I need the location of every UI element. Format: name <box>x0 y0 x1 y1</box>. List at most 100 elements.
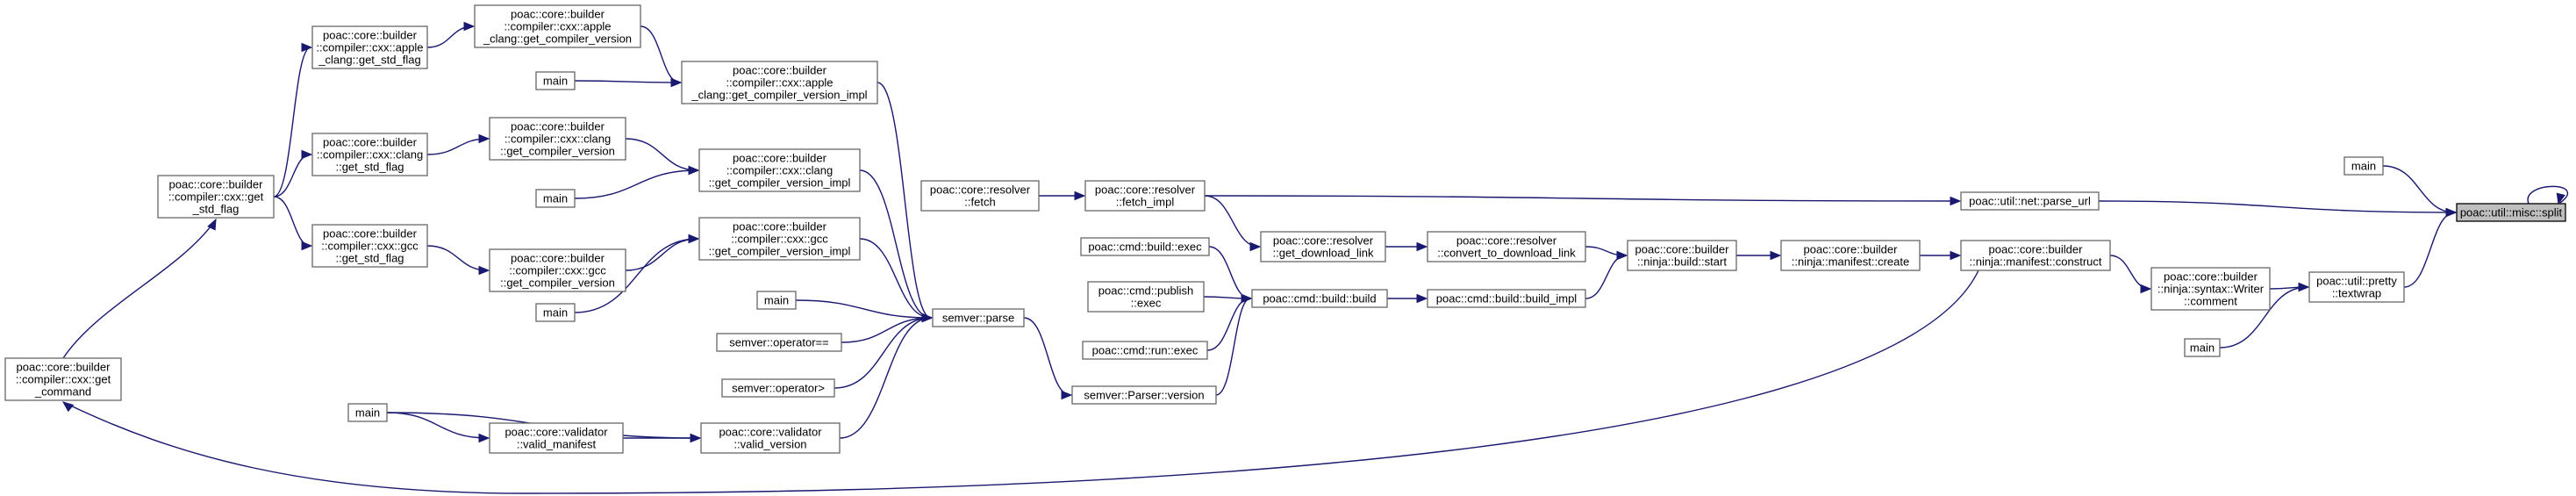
node-label: ::ninja::manifest::construct <box>1969 255 2101 269</box>
graph-node-writer-comment[interactable]: poac::core::builder::ninja::syntax::Writ… <box>2150 267 2271 311</box>
node-box <box>489 248 626 292</box>
edge-arrowhead <box>1061 390 1073 400</box>
node-box <box>489 422 624 454</box>
node-box <box>756 291 797 310</box>
edge-arrowhead <box>1950 250 1962 261</box>
node-label: main <box>543 75 568 88</box>
node-label: ::compiler::cxx::apple <box>726 76 833 90</box>
node-box <box>2308 271 2405 303</box>
edge-arrowhead <box>301 241 313 251</box>
graph-node-apple-impl[interactable]: poac::core::builder::compiler::cxx::appl… <box>681 61 878 104</box>
node-box <box>535 71 576 90</box>
graph-node-build-impl[interactable]: poac::cmd::build::build_impl <box>1427 289 1586 308</box>
node-label: main <box>543 192 568 205</box>
graph-node-get-download-link[interactable]: poac::core::resolver::get_download_link <box>1260 231 1386 262</box>
graph-node-convert-to-download-link[interactable]: poac::core::resolver::convert_to_downloa… <box>1427 231 1586 262</box>
node-label: ::compiler::cxx::gcc <box>509 264 606 277</box>
node-box <box>1071 385 1217 405</box>
node-box <box>1087 281 1205 313</box>
node-label: ::get_std_flag <box>335 161 404 174</box>
graph-node-gcc-impl[interactable]: poac::core::builder::compiler::cxx::gcc:… <box>698 217 861 261</box>
node-box <box>1251 289 1388 308</box>
edge-arrowhead <box>2556 192 2565 205</box>
graph-node-clang-std[interactable]: poac::core::builder::compiler::cxx::clan… <box>311 133 428 176</box>
graph-node-main-sp[interactable]: main <box>756 291 797 310</box>
node-box <box>2150 267 2271 311</box>
edge-arrowhead <box>207 218 217 231</box>
graph-node-clang-impl[interactable]: poac::core::builder::compiler::cxx::clan… <box>698 148 861 192</box>
graph-node-main-gc[interactable]: main <box>535 303 576 322</box>
edge-arrowhead <box>1074 190 1086 201</box>
node-label: ::compiler::cxx::get <box>16 373 111 386</box>
node-label: poac::core::builder <box>733 64 827 77</box>
edge-semver-parse-to-parser-version <box>1023 317 1071 396</box>
graph-node-main-ap[interactable]: main <box>535 71 576 90</box>
node-label: poac::core::builder <box>511 8 605 21</box>
graph-node-apple-ver[interactable]: poac::core::builder::compiler::cxx::appl… <box>474 4 641 48</box>
node-label: poac::core::builder <box>323 227 418 241</box>
node-label: poac::cmd::build::exec <box>1088 241 1202 254</box>
graph-node-run-exec[interactable]: poac::cmd::run::exec <box>1082 341 1208 360</box>
edge-apple-ver-to-apple-impl <box>640 25 681 83</box>
graph-node-main-cl[interactable]: main <box>535 189 576 208</box>
graph-node-cxx-get-std[interactable]: poac::core::builder::compiler::cxx::get_… <box>157 175 275 219</box>
node-box <box>1080 237 1210 256</box>
graph-node-parse-url[interactable]: poac::util::net::parse_url <box>1960 191 2100 211</box>
graph-node-manifest-create[interactable]: poac::core::builder::ninja::manifest::cr… <box>1780 240 1921 271</box>
graph-node-cmd-build-build[interactable]: poac::cmd::build::build <box>1251 289 1388 308</box>
graph-node-main-vm[interactable]: main <box>347 403 388 422</box>
graph-node-gcc-std[interactable]: poac::core::builder::compiler::cxx::gcc:… <box>311 224 428 268</box>
graph-node-op-gt[interactable]: semver::operator> <box>721 378 835 398</box>
graph-node-manifest-construct[interactable]: poac::core::builder::ninja::manifest::co… <box>1960 240 2111 271</box>
edges-layer <box>61 21 2569 494</box>
node-box <box>2456 203 2566 222</box>
node-label: ::get_compiler_version_impl <box>709 176 851 190</box>
graph-node-valid-manifest[interactable]: poac::core::validator::valid_manifest <box>489 422 624 454</box>
node-label: ::fetch_impl <box>1116 196 1175 209</box>
graph-node-ninja-build-start[interactable]: poac::core::builder::ninja::build::start <box>1627 240 1737 271</box>
graph-node-semver-parse[interactable]: semver::parse <box>932 308 1025 327</box>
node-label: poac::core::builder <box>733 152 827 165</box>
graph-node-parser-version[interactable]: semver::Parser::version <box>1071 385 1217 405</box>
edge-split-to-split <box>2527 185 2569 205</box>
edge-arrowhead <box>670 77 683 88</box>
node-label: main <box>2351 160 2376 173</box>
graph-node-op-eq[interactable]: semver::operator== <box>716 333 842 352</box>
graph-node-main2[interactable]: main <box>2184 338 2221 357</box>
node-label: poac::core::resolver <box>1273 234 1374 248</box>
graph-node-gcc-ver[interactable]: poac::core::builder::compiler::cxx::gcc:… <box>489 248 626 292</box>
graph-node-fetch[interactable]: poac::core::resolver::fetch <box>920 180 1040 212</box>
graph-node-clang-ver[interactable]: poac::core::builder::compiler::cxx::clan… <box>489 117 626 161</box>
graph-node-main1[interactable]: main <box>2343 156 2384 176</box>
node-box <box>311 133 428 176</box>
node-label: semver::operator> <box>732 382 825 395</box>
edge-cxx-get-command-to-manifest-construct <box>62 270 1979 494</box>
edge-arrowhead <box>921 313 934 323</box>
graph-node-fetch-impl[interactable]: poac::core::resolver::fetch_impl <box>1084 180 1206 212</box>
node-label: poac::core::builder <box>733 220 827 234</box>
edge-arrowhead <box>478 433 490 443</box>
edge-fetch-impl-to-get-download-link <box>1204 195 1260 248</box>
edge-clang-impl-to-semver-parse <box>859 169 932 319</box>
edge-parse-url-to-split <box>2098 200 2456 213</box>
edge-arrowhead <box>478 265 490 276</box>
edge-gcc-impl-to-semver-parse <box>859 238 932 319</box>
graph-node-valid-version[interactable]: poac::core::validator::valid_version <box>700 422 841 454</box>
graph-node-textwrap[interactable]: poac::util::pretty::textwrap <box>2308 271 2405 303</box>
node-label: poac::core::builder <box>1804 243 1899 256</box>
edge-op-gt-to-semver-parse <box>834 317 932 389</box>
node-label: main <box>543 306 568 320</box>
edge-main-gc-to-gcc-impl <box>574 238 698 313</box>
edge-arrowhead <box>688 165 700 176</box>
node-label: ::compiler::cxx::clang <box>504 133 611 146</box>
graph-node-split[interactable]: poac::util::misc::split <box>2456 203 2566 222</box>
graph-node-cxx-get-command[interactable]: poac::core::builder::compiler::cxx::get_… <box>4 357 122 401</box>
node-label: ::textwrap <box>2332 287 2381 300</box>
graph-node-cmd-build-exec[interactable]: poac::cmd::build::exec <box>1080 237 1210 256</box>
node-label: ::compiler::cxx::clang <box>317 148 423 162</box>
edge-main1-to-split <box>2382 165 2456 213</box>
node-label: poac::core::resolver <box>1456 234 1557 248</box>
graph-node-apple-std[interactable]: poac::core::builder::compiler::cxx::appl… <box>311 25 428 69</box>
graph-node-publish-exec[interactable]: poac::cmd::publish::exec <box>1087 281 1205 313</box>
node-label: poac::core::validator <box>504 426 608 439</box>
